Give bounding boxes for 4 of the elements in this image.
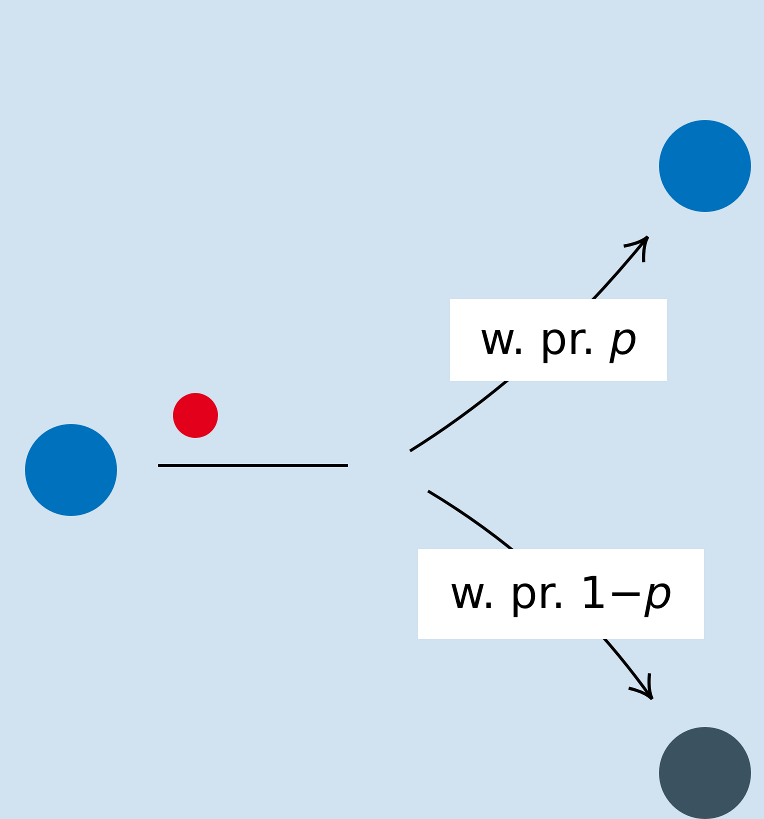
- edge-label: w. pr. 1−p: [418, 549, 704, 639]
- edge-label: w. pr. p: [450, 299, 667, 381]
- small-circle: [173, 393, 218, 438]
- horizontal-line: [158, 464, 348, 467]
